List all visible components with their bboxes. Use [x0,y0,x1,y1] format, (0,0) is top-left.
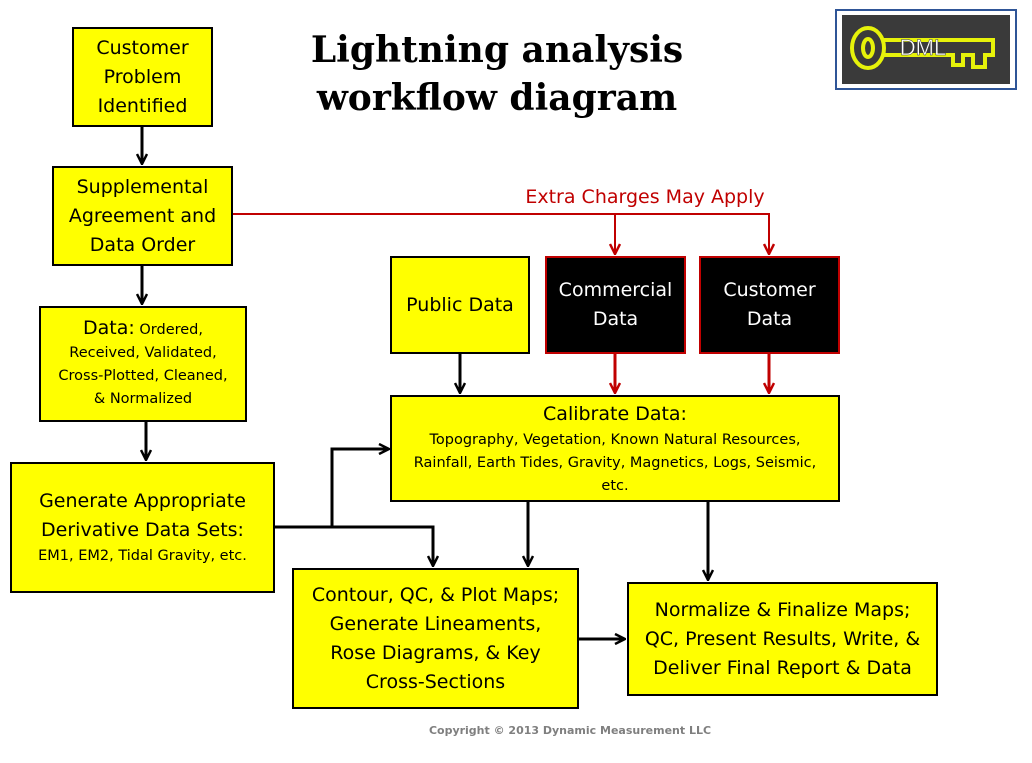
node-calibrate-data: Calibrate Data: Topography, Vegetation, … [390,395,840,502]
node-customer-data: Customer Data [699,256,840,354]
node-heading: Calibrate Data: [543,402,687,425]
logo-text: DML [900,35,946,60]
node-line: etc. [601,477,629,494]
node-derivative-data-sets: Generate Appropriate Derivative Data Set… [10,462,275,593]
node-line: Data: Ordered, [83,317,203,342]
title-line-1: Lightning analysis [310,29,684,71]
node-customer-problem: Customer Problem Identified [72,27,213,127]
node-line: Derivative Data Sets: [41,519,244,541]
node-line: Cross-Sections [365,670,506,693]
node-normalize-finalize: Normalize & Finalize Maps; QC, Present R… [627,582,938,696]
arrow-derivative-to-contour [275,525,433,566]
node-line: Commercial [558,279,673,301]
node-line: Supplemental [76,175,209,198]
node-line: Received, Validated, [69,345,217,361]
node-line: Rose Diagrams, & Key [330,641,541,664]
key-icon [850,26,995,70]
node-line: Deliver Final Report & Data [653,656,912,679]
node-detail: EM1, EM2, Tidal Gravity, etc. [38,548,247,564]
node-line: Normalize & Finalize Maps; [654,598,911,621]
node-line: Rainfall, Earth Tides, Gravity, Magnetic… [413,454,817,471]
node-line: Customer [96,36,189,59]
node-public-data: Public Data [390,256,530,354]
node-line: Generate Appropriate [39,490,246,512]
arrow-agreement-to-extra-charges [232,213,770,254]
node-line: Identified [97,94,188,117]
node-line: Contour, QC, & Plot Maps; [311,583,560,606]
dml-logo: DML [835,9,1017,90]
node-line: QC, Present Results, Write, & [644,627,921,650]
node-supplemental-agreement: Supplemental Agreement and Data Order [52,166,233,266]
title-line-2: workflow diagram [316,77,678,119]
data-lead-rest: Ordered, [134,322,203,338]
data-lead: Data: [82,317,135,339]
arrow-derivative-to-calibrate [275,449,389,529]
node-line: Cross-Plotted, Cleaned, [58,368,228,384]
node-line: Public Data [406,293,514,316]
node-line: Data Order [89,233,196,256]
extra-charges-label: Extra Charges May Apply [525,186,765,208]
node-line: Generate Lineaments, [329,612,542,635]
page-title: Lightning analysis workflow diagram [282,26,712,122]
node-line: Agreement and [68,204,217,227]
node-line: Data [592,308,639,330]
node-line: Topography, Vegetation, Known Natural Re… [429,431,801,448]
copyright-notice: Copyright © 2013 Dynamic Measurement LLC [428,724,712,737]
node-data-ordered: Data: Ordered, Received, Validated, Cros… [39,306,247,422]
node-line: Problem [103,65,182,88]
node-line: & Normalized [93,391,193,407]
node-contour-maps: Contour, QC, & Plot Maps; Generate Linea… [292,568,579,709]
node-line: Customer [723,279,816,301]
node-commercial-data: Commercial Data [545,256,686,354]
node-line: Data [746,308,793,330]
